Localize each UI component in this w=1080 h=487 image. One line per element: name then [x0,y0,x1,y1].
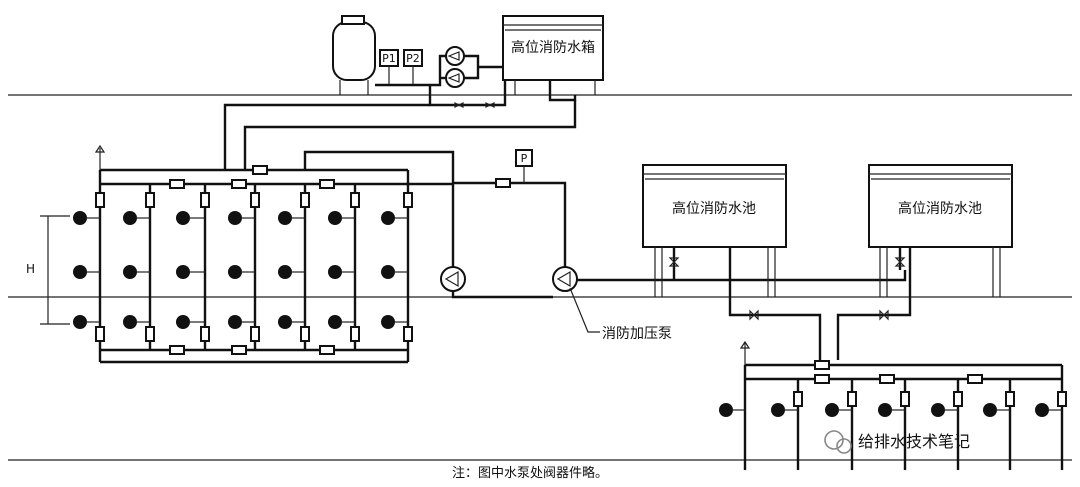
pool-outlet-valves [749,309,889,321]
height-dimension: H [26,215,70,325]
height-label: H [26,262,35,276]
floor-lines [8,94,1072,461]
roof-valves [454,102,495,108]
gauge-p1-label: P1 [382,52,396,65]
gauge-p2-label: P2 [406,52,420,65]
booster-pump-label: 消防加压泵 [602,326,672,342]
pool-1: 高位消防水池 [642,164,822,360]
right-hydrants [719,403,1062,417]
stabilizer-pumps [375,46,577,107]
watermark: 给排水技术笔记 [824,430,970,454]
gauge-p2: P2 [403,49,423,85]
riser-valves [95,165,413,355]
roof-water-tank-label: 高位消防水箱 [511,39,595,56]
roof-water-tank: 高位消防水箱 [502,15,604,95]
pool-1-label: 高位消防水池 [672,200,756,217]
roof-supply-pipes [223,100,577,170]
gauge-p-label: P [521,152,528,165]
pressure-vessel [332,15,376,95]
pool-2: 高位消防水池 [836,164,1013,360]
pool-2-label: 高位消防水池 [898,200,982,217]
right-riser-network [739,340,1067,470]
booster-pumps: 消防加压泵 [440,266,672,342]
left-riser-network [94,144,455,364]
left-hydrants [73,211,408,329]
diagram-note: 注：图中水泵处阀器件略。 [452,465,608,481]
watermark-text: 给排水技术笔记 [858,432,970,451]
booster-pump-line: P [451,149,907,299]
gauge-p1: P1 [379,49,399,85]
